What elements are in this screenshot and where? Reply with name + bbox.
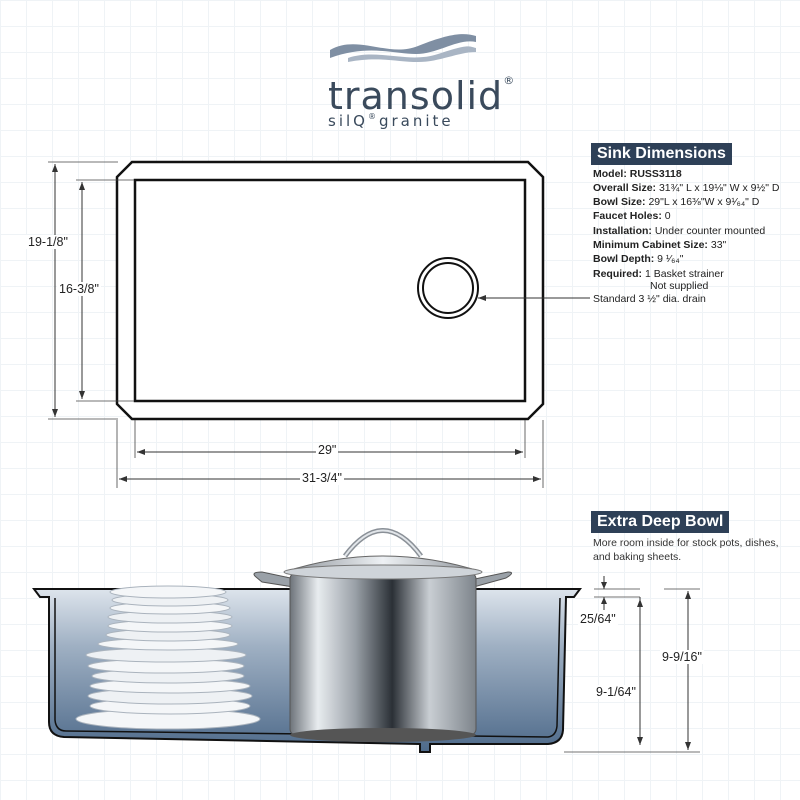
spec-min-cabinet: Minimum Cabinet Size: 33" — [593, 239, 727, 251]
spec-faucet-holes: Faucet Holes: 0 — [593, 210, 671, 222]
spec-overall-size: Overall Size: 31¾" L x 19⅛" W x 9½" D — [593, 182, 780, 194]
brand-logo: transolid® silQ®granite — [328, 28, 516, 130]
stock-pot — [253, 528, 512, 742]
dim-total-depth: 9-9/16" — [660, 650, 704, 664]
spec-model: Model: RUSS3118 — [593, 168, 682, 180]
sink-dimensions-title: Sink Dimensions — [591, 143, 732, 165]
plate-stack — [75, 585, 261, 730]
extra-deep-bowl-description: More room inside for stock pots, dishes,… — [593, 537, 779, 563]
drain-inner — [422, 262, 474, 314]
wave-logo-icon — [330, 34, 476, 62]
spec-bowl-size: Bowl Size: 29"L x 16⅜"W x 9¹⁄₆₄" D — [593, 196, 760, 208]
extra-deep-bowl-title: Extra Deep Bowl — [591, 511, 730, 533]
dim-outer-height: 19-1/8" — [26, 235, 70, 249]
spec-required: Required: 1 Basket strainer — [593, 268, 724, 280]
spec-installation: Installation: Under counter mounted — [593, 225, 766, 237]
dim-bowl-width: 29" — [316, 443, 339, 457]
spec-required-note: Not supplied — [650, 280, 709, 292]
spec-bowl-depth: Bowl Depth: 9 ¹⁄₆₄" — [593, 253, 684, 265]
dim-bowl-depth: 9-1/64" — [594, 685, 638, 699]
dim-rim-depth: 25/64" — [578, 612, 618, 626]
dim-bowl-height: 16-3/8" — [57, 282, 101, 296]
brand-tagline: silQ®granite — [328, 112, 454, 130]
drain-callout: Standard 3 ½" dia. drain — [593, 293, 706, 305]
dim-outer-width: 31-3/4" — [300, 471, 344, 485]
brand-name: transolid® — [328, 74, 516, 118]
